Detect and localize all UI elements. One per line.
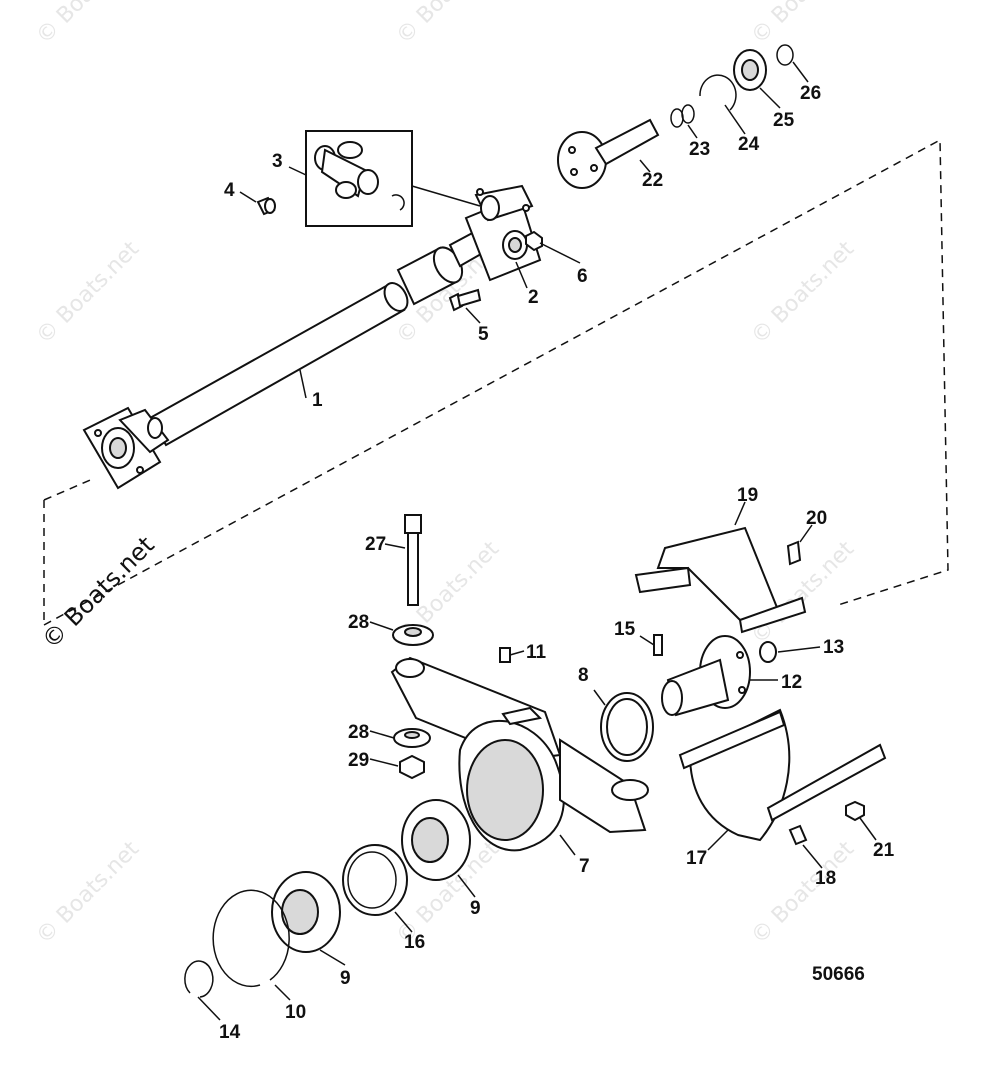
grease-fitting: [256, 196, 276, 216]
callout-4: 4: [224, 180, 235, 201]
callout-14: 14: [219, 1022, 241, 1043]
nut: [845, 800, 865, 822]
watermark-main: © Boats.net: [36, 531, 159, 654]
callout-25: 25: [773, 110, 795, 131]
callout-19: 19: [737, 485, 758, 506]
lock-nut: [399, 754, 425, 780]
callout-6: 6: [577, 266, 588, 287]
callout-10: 10: [285, 1002, 306, 1023]
watermark: © Boats.net: [392, 0, 505, 49]
callout-13: 13: [823, 637, 844, 658]
bolt: [786, 540, 802, 566]
seal-ring: [600, 692, 654, 762]
bearing: [401, 799, 471, 881]
o-rings: [670, 104, 695, 128]
stub-shaft: [661, 635, 751, 717]
washer: [392, 624, 434, 646]
callout-11: 11: [526, 642, 547, 663]
callout-9b: 9: [340, 968, 351, 989]
callouts: 1 2 3 4 5 6 7 8 9 9 10 11 12 13 14 15 16…: [219, 83, 895, 1043]
u-joint-kit: [305, 130, 481, 227]
retaining-ring: [776, 44, 794, 66]
callout-15: 15: [614, 619, 636, 640]
bolt: [788, 824, 808, 846]
callout-9: 9: [470, 898, 481, 919]
callout-18: 18: [815, 868, 836, 889]
callout-21: 21: [873, 840, 895, 861]
snap-ring: [699, 74, 737, 111]
bolt: [448, 288, 482, 312]
callout-27: 27: [365, 534, 386, 555]
output-flange: [557, 118, 660, 189]
snap-ring: [212, 889, 290, 988]
watermark: © Boats.net: [747, 0, 860, 49]
upper-strap: [634, 526, 807, 634]
callout-22: 22: [642, 170, 663, 191]
watermark: © Boats.net: [32, 236, 145, 349]
callout-24: 24: [738, 134, 760, 155]
callout-16: 16: [404, 932, 425, 953]
bearing: [733, 49, 767, 91]
leader-lines: [197, 61, 877, 1021]
callout-20: 20: [806, 508, 827, 529]
callout-28b: 28: [348, 722, 369, 743]
callout-26: 26: [800, 83, 821, 104]
callout-23: 23: [689, 139, 710, 160]
watermark: © Boats.net: [32, 836, 145, 949]
figure-number: 50666: [812, 964, 865, 985]
washer: [393, 728, 431, 748]
callout-1: 1: [312, 390, 323, 411]
watermark: © Boats.net: [747, 236, 860, 349]
grease-fitting: [499, 647, 511, 663]
lower-strap: [678, 708, 887, 842]
callout-12: 12: [781, 672, 802, 693]
drive-shaft: [82, 228, 490, 490]
bearing-housing: [390, 656, 649, 852]
callout-8: 8: [578, 665, 589, 686]
callout-28: 28: [348, 612, 369, 633]
sleeve: [342, 844, 408, 916]
long-bolt: [404, 514, 422, 606]
callout-5: 5: [478, 324, 489, 345]
grease-fitting: [653, 634, 663, 656]
yoke: [464, 184, 542, 282]
phantom-outline: [43, 138, 949, 626]
nut: [525, 230, 543, 252]
watermark: © Boats.net: [32, 0, 145, 49]
callout-17: 17: [686, 848, 707, 869]
callout-29: 29: [348, 750, 369, 771]
callout-7: 7: [579, 856, 590, 877]
plug: [759, 641, 777, 663]
callout-2: 2: [528, 287, 539, 308]
watermark: © Boats.net: [747, 836, 860, 949]
callout-3: 3: [272, 151, 283, 172]
retaining-ring: [184, 960, 214, 998]
